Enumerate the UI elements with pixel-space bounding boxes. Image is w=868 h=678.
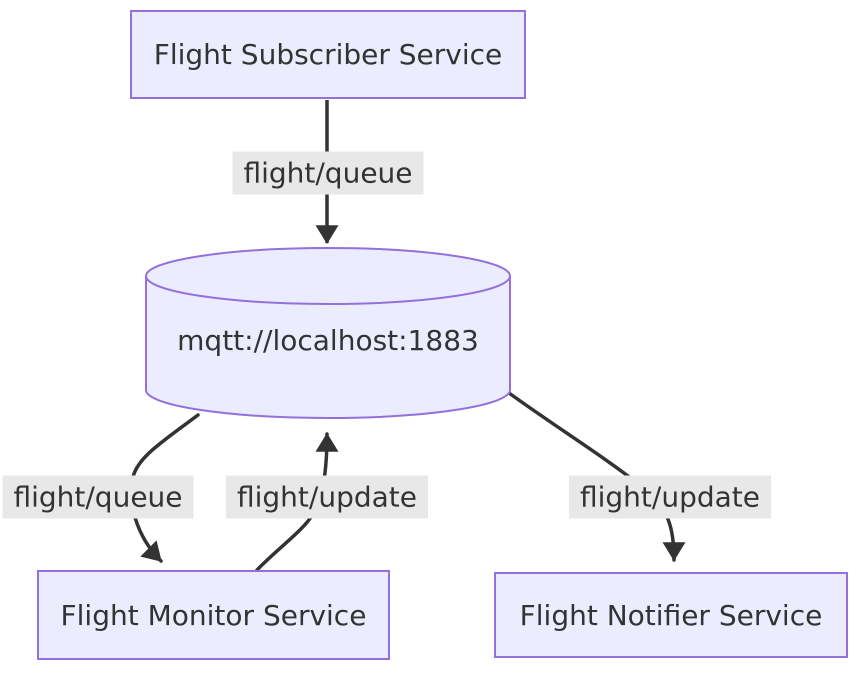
node-flight-monitor-service: Flight Monitor Service <box>37 570 390 660</box>
cylinder-top-rim <box>145 275 511 305</box>
node-label: Flight Subscriber Service <box>153 38 503 71</box>
node-mqtt-broker-label: mqtt://localhost:1883 <box>146 276 510 390</box>
edge-label-flight-update-middle: flight/update <box>225 475 429 519</box>
node-flight-notifier-service: Flight Notifier Service <box>494 572 848 658</box>
edge-label-flight-update-right: flight/update <box>568 475 772 519</box>
edge-label-flight-queue-left: flight/queue <box>2 475 194 519</box>
edge-label-flight-queue-top: flight/queue <box>232 151 424 195</box>
node-broker-cylinder <box>145 247 511 419</box>
node-label: Flight Notifier Service <box>519 598 823 632</box>
node-label: Flight Monitor Service <box>60 598 367 632</box>
node-flight-subscriber-service: Flight Subscriber Service <box>130 10 526 99</box>
cylinder-body <box>145 247 511 419</box>
node-label: mqtt://localhost:1883 <box>177 323 479 357</box>
